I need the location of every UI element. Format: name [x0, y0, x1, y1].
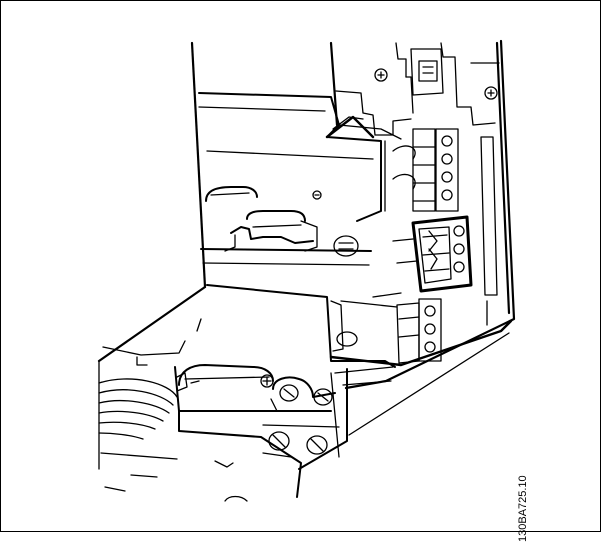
wiring-illustration	[97, 39, 516, 502]
terminal-strip	[384, 128, 498, 326]
upper-cable-clamp	[205, 186, 359, 257]
lower-terminals	[340, 292, 442, 364]
relay-connector	[392, 215, 473, 293]
lower-cable-clamp	[174, 364, 340, 498]
drive-housing	[97, 39, 516, 390]
control-board	[335, 42, 500, 136]
fan-grille	[98, 318, 248, 502]
mounting-shelves	[198, 92, 402, 266]
lower-tray	[206, 284, 513, 470]
